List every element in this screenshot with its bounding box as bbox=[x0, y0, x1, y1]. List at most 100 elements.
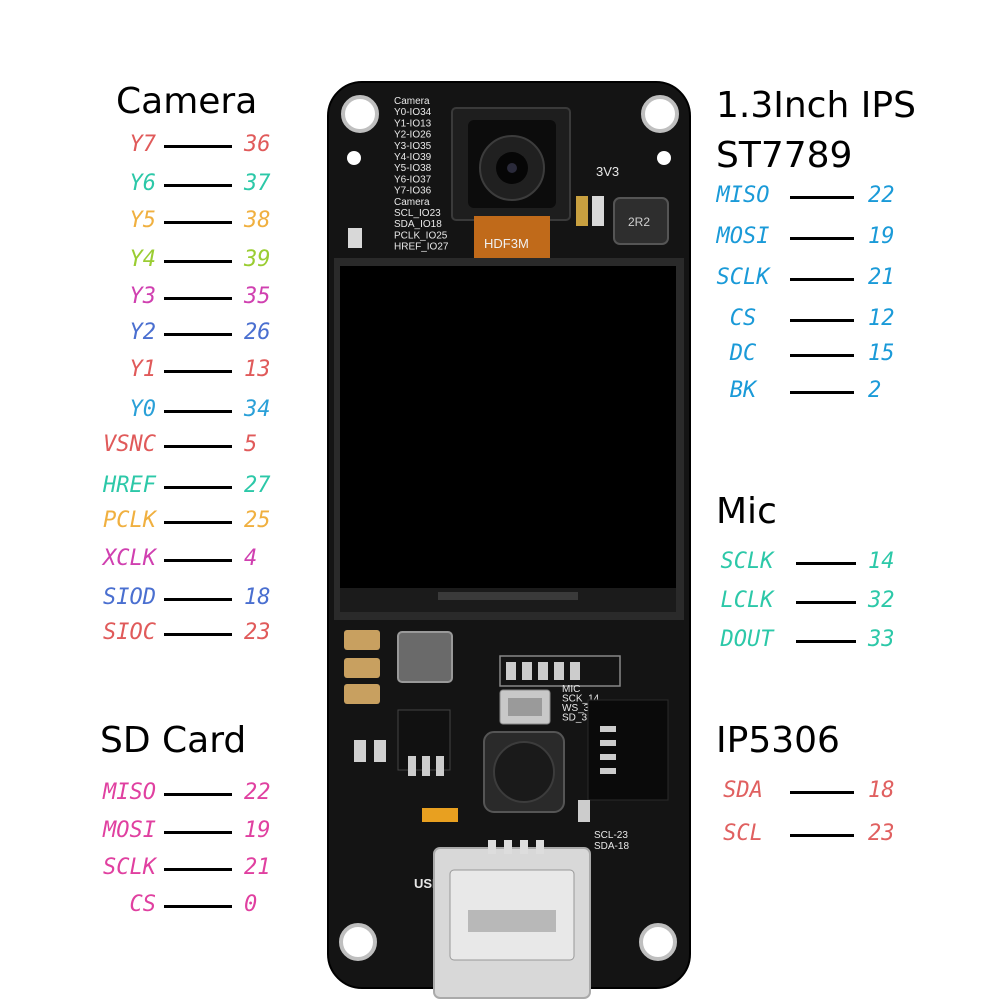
sd-pin-label: MOSI bbox=[103, 818, 156, 843]
camera-pin-connector-line bbox=[164, 145, 232, 148]
camera-gpio-number: 35 bbox=[244, 284, 271, 309]
display-title-line2: ST7789 bbox=[716, 135, 853, 176]
display-pin-connector-line bbox=[790, 354, 854, 357]
capacitor-2 bbox=[344, 658, 380, 678]
mic-silk-text: MIC bbox=[562, 684, 580, 695]
camera-pin-connector-line bbox=[164, 260, 232, 263]
ip5306-pin-connector-line bbox=[790, 791, 854, 794]
sd-pin-label: SCLK bbox=[103, 855, 156, 880]
sd-pin-connector-line bbox=[164, 868, 232, 871]
camera-gpio-number: 38 bbox=[244, 208, 271, 233]
camera-pin-connector-line bbox=[164, 559, 232, 562]
camera-pin-label: Y0 bbox=[129, 397, 157, 422]
display-gpio-number: 2 bbox=[868, 378, 882, 403]
camera-silk-text: Y5-IO38 bbox=[394, 163, 432, 174]
mic-pin-label: LCLK bbox=[720, 588, 774, 613]
camera-module-label: HDF3M bbox=[484, 236, 529, 251]
camera-silk-text: Y4-IO39 bbox=[394, 152, 432, 163]
mic-gpio-number: 33 bbox=[868, 627, 895, 652]
camera-pin-label: PCLK bbox=[103, 508, 156, 533]
i2c-silk-text: SCL-23 bbox=[594, 830, 628, 841]
camera-pin-connector-line bbox=[164, 410, 232, 413]
sd-card-title: SD Card bbox=[100, 720, 247, 761]
ip5306-pin-connector-line bbox=[790, 834, 854, 837]
camera-pin-label: Y4 bbox=[129, 247, 157, 272]
camera-gpio-number: 13 bbox=[244, 357, 271, 382]
camera-silk-text: Y3-IO35 bbox=[394, 141, 432, 152]
camera-silk-text: SDA_IO18 bbox=[394, 219, 442, 230]
mounting-hole-top-right bbox=[641, 95, 679, 133]
camera-pin-connector-line bbox=[164, 333, 232, 336]
mic-silk-text: SD_33 bbox=[562, 713, 593, 724]
camera-gpio-number: 36 bbox=[244, 132, 271, 157]
display-pin-label: DC bbox=[729, 341, 757, 366]
display-gpio-number: 21 bbox=[868, 265, 895, 290]
camera-pin-label: Y7 bbox=[129, 132, 157, 157]
display-pin-connector-line bbox=[790, 391, 854, 394]
display-pin-label: CS bbox=[729, 306, 757, 331]
sd-pin-connector-line bbox=[164, 905, 232, 908]
camera-pin-connector-line bbox=[164, 633, 232, 636]
mounting-hole-top-left bbox=[341, 95, 379, 133]
camera-flex-cable bbox=[474, 216, 550, 264]
camera-pin-row: Y0 34 bbox=[0, 397, 1001, 423]
mic-pin-connector-line bbox=[796, 601, 856, 604]
display-pin-connector-line bbox=[790, 196, 854, 199]
sd-gpio-number: 0 bbox=[244, 892, 258, 917]
status-led bbox=[422, 808, 458, 822]
lcd-screen bbox=[340, 266, 676, 588]
camera-silk-text: Camera bbox=[394, 197, 430, 208]
camera-gpio-number: 18 bbox=[244, 585, 271, 610]
camera-pin-connector-line bbox=[164, 370, 232, 373]
mounting-hole-mid-right bbox=[657, 151, 671, 165]
mic-gpio-number: 14 bbox=[868, 549, 895, 574]
camera-gpio-number: 34 bbox=[244, 397, 271, 422]
camera-pin-connector-line bbox=[164, 598, 232, 601]
ip5306-pin-row: SDA 18 bbox=[0, 778, 1001, 804]
camera-pin-label: Y3 bbox=[129, 284, 157, 309]
display-gpio-number: 12 bbox=[868, 306, 895, 331]
sd-pin-label: CS bbox=[129, 892, 157, 917]
ip5306-title: IP5306 bbox=[716, 720, 840, 761]
camera-silk-text: HREF_IO27 bbox=[394, 242, 449, 253]
mic-pin-connector-line bbox=[796, 562, 856, 565]
display-pin-connector-line bbox=[790, 278, 854, 281]
display-pin-connector-line bbox=[790, 237, 854, 240]
camera-pin-label: HREF bbox=[103, 473, 156, 498]
camera-pin-connector-line bbox=[164, 445, 232, 448]
sd-pin-label: MISO bbox=[103, 780, 156, 805]
camera-title: Camera bbox=[116, 81, 258, 122]
display-pin-row: SCLK 21 bbox=[0, 265, 1001, 291]
push-button-cap bbox=[493, 741, 555, 803]
camera-silk-text: Y2-IO26 bbox=[394, 130, 432, 141]
display-pin-label: SCLK bbox=[716, 265, 770, 290]
camera-pin-connector-line bbox=[164, 297, 232, 300]
ip5306-inductor bbox=[397, 631, 453, 683]
inductor-label: 2R2 bbox=[628, 215, 650, 229]
camera-silk-text: Y7-IO36 bbox=[394, 186, 432, 197]
camera-gpio-number: 25 bbox=[244, 508, 271, 533]
inductor bbox=[613, 197, 669, 245]
mic-pin-label: SCLK bbox=[720, 549, 774, 574]
ip5306-gpio-number: 18 bbox=[868, 778, 895, 803]
display-title-line1: 1.3Inch IPS bbox=[716, 85, 916, 126]
camera-pin-row: Y3 35 bbox=[0, 284, 1001, 310]
camera-gpio-number: 27 bbox=[244, 473, 271, 498]
ip5306-pin-label: SDA bbox=[723, 778, 763, 803]
camera-pin-label: Y6 bbox=[129, 171, 157, 196]
capacitor-1 bbox=[344, 630, 380, 650]
